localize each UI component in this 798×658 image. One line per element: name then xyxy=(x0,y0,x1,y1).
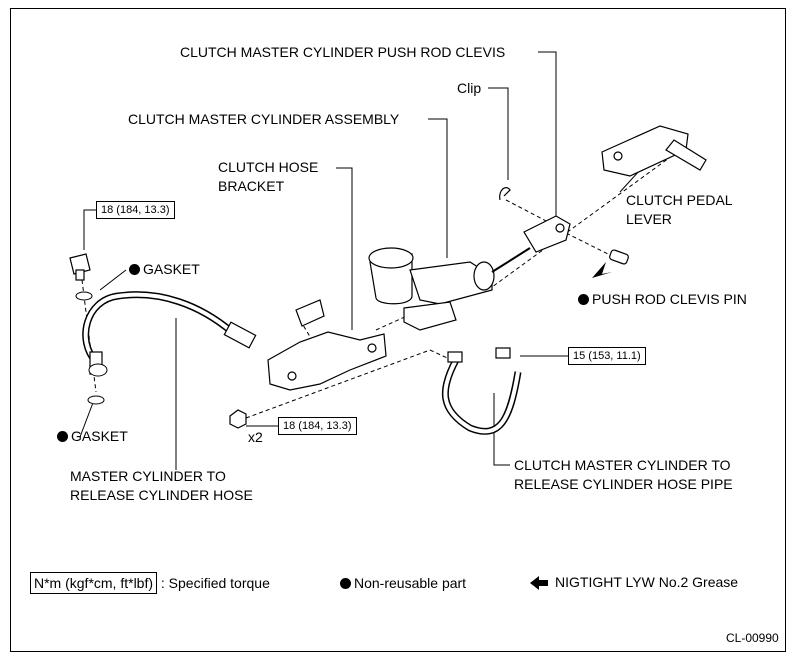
assembly-line-pin xyxy=(559,229,611,256)
gasket-upper-text: GASKET xyxy=(143,261,200,277)
hose-pipe-part xyxy=(441,347,522,435)
hose-fitting-end xyxy=(88,363,108,377)
legend-nonreusable-text: Non-reusable part xyxy=(354,575,467,591)
label-hose-line1: MASTER CYLINDER TO xyxy=(70,468,226,484)
leader-push-rod-clevis xyxy=(538,51,557,218)
left-arrow-icon-tail xyxy=(539,580,548,587)
assembly-line-clip xyxy=(505,199,549,223)
label-master-cylinder-assembly: CLUTCH MASTER CYLINDER ASSEMBLY xyxy=(128,111,400,127)
label-pedal-lever-line1: CLUTCH PEDAL xyxy=(626,192,733,208)
legend-grease: NIGTIGHT LYW No.2 Grease xyxy=(530,573,738,592)
label-pedal-lever-line2: LEVER xyxy=(626,211,672,227)
torque-box-bracket-nut: 18 (184, 13.3) xyxy=(278,417,357,435)
leader-master-cylinder xyxy=(428,118,448,258)
label-hose-bracket-line2: BRACKET xyxy=(218,178,285,194)
leader-gasket-lower xyxy=(79,399,95,438)
bracket-nut xyxy=(229,409,247,429)
master-cylinder-part xyxy=(368,247,531,331)
nonreusable-dot-icon xyxy=(57,431,68,442)
legend-torque: N*m (kgf*cm, ft*lbf) : Specified torque xyxy=(30,572,270,594)
label-push-rod-clevis: CLUTCH MASTER CYLINDER PUSH ROD CLEVIS xyxy=(180,44,506,60)
leader-clip xyxy=(488,87,509,180)
legend-grease-text: NIGTIGHT LYW No.2 Grease xyxy=(555,574,739,590)
clevis-pin-part xyxy=(609,249,629,265)
gasket-upper-part xyxy=(75,291,93,301)
filled-circle-icon xyxy=(340,578,351,589)
legend-torque-box: N*m (kgf*cm, ft*lbf) xyxy=(30,572,158,594)
nonreusable-dot-icon xyxy=(578,294,589,305)
leader-pipe xyxy=(493,393,510,466)
label-clip: Clip xyxy=(457,80,482,96)
legend-torque-text: : Specified torque xyxy=(160,575,270,591)
clutch-hose xyxy=(82,291,257,375)
label-pipe-line1: CLUTCH MASTER CYLINDER TO xyxy=(514,457,731,473)
hose-bracket-part xyxy=(267,299,387,391)
assembly-line-bracket xyxy=(375,309,421,331)
diagram-frame xyxy=(10,8,786,652)
gasket-lower-text: GASKET xyxy=(71,428,128,444)
leader-pedal-lever xyxy=(619,169,641,193)
label-pipe-line2: RELEASE CYLINDER HOSE PIPE xyxy=(514,476,733,492)
legend-nonreusable: Non-reusable part xyxy=(340,574,466,593)
figure-code: CL-00990 xyxy=(726,631,779,645)
label-gasket-upper: GASKET xyxy=(129,260,200,279)
torque-box-pipe: 15 (153, 11.1) xyxy=(568,347,646,365)
nonreusable-dot-icon xyxy=(129,264,140,275)
left-arrow-icon xyxy=(530,576,539,591)
label-gasket-lower: GASKET xyxy=(57,427,128,446)
leader-hose-bracket xyxy=(336,167,353,330)
bolt xyxy=(69,253,91,281)
pedal-lever-part xyxy=(601,125,707,177)
assembly-line-pedal xyxy=(487,149,681,291)
label-clevis-pin: PUSH ROD CLEVIS PIN xyxy=(578,290,747,309)
label-quantity: x2 xyxy=(248,429,263,445)
clevis-pin-text: PUSH ROD CLEVIS PIN xyxy=(592,291,747,307)
torque-box-bolt: 18 (184, 13.3) xyxy=(96,201,175,219)
leader-bolt-torque xyxy=(83,209,96,250)
grease-arrow-on-pin xyxy=(592,262,612,278)
label-hose-line2: RELEASE CYLINDER HOSE xyxy=(70,487,253,503)
assembly-line-nut xyxy=(245,349,431,419)
label-hose-bracket-line1: CLUTCH HOSE xyxy=(218,159,319,175)
gasket-lower-part xyxy=(87,395,105,405)
leader-gasket-upper xyxy=(99,269,127,291)
clip-part xyxy=(499,187,511,201)
push-rod-clevis-part xyxy=(523,215,571,253)
